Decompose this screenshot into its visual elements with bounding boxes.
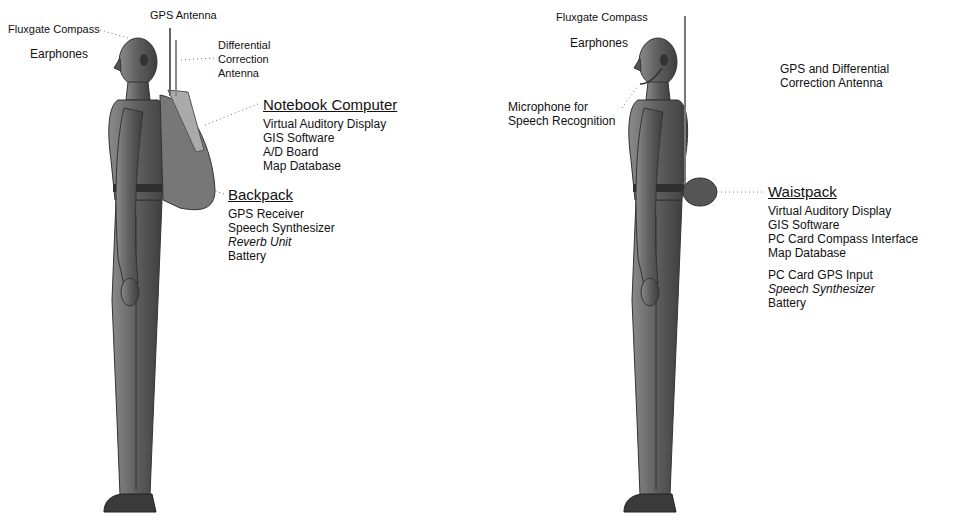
notebook-computer	[168, 90, 204, 152]
part-label: Virtual Auditory Display	[263, 117, 386, 131]
part-label: GPS Antenna	[150, 8, 217, 22]
waistpack	[683, 178, 717, 206]
leader-line	[100, 30, 128, 38]
leader-line	[180, 58, 214, 60]
part-label: Earphones	[30, 47, 88, 61]
part-label: PC Card GPS Input	[768, 268, 873, 282]
part-label: GPS and Differential Correction Antenna	[780, 62, 930, 90]
part-label: Fluxgate Compass	[556, 10, 648, 24]
part-label: Earphones	[570, 36, 628, 50]
part-label: Fluxgate Compass	[8, 22, 100, 36]
microphone	[640, 68, 662, 84]
correction-antenna	[175, 40, 177, 96]
gps-antenna	[169, 28, 171, 96]
leader-line	[212, 190, 224, 194]
part-label: Speech Synthesizer	[228, 221, 335, 235]
part-label: GIS Software	[768, 218, 839, 232]
part-label: Map Database	[768, 246, 846, 260]
part-label: Microphone for Speech Recognition	[508, 100, 620, 128]
leader-line	[622, 86, 638, 108]
part-label: Map Database	[263, 159, 341, 173]
part-label: Speech Synthesizer	[768, 282, 875, 296]
part-label: PC Card Compass Interface	[768, 232, 918, 246]
unit-heading: Waistpack	[768, 183, 837, 200]
unit-heading: Backpack	[228, 186, 293, 203]
part-label: Reverb Unit	[228, 235, 291, 249]
right-figure	[622, 16, 762, 512]
part-label: A/D Board	[263, 145, 318, 159]
part-label: GIS Software	[263, 131, 334, 145]
leader-line	[205, 104, 258, 125]
part-label: Battery	[228, 249, 266, 263]
unit-heading: Notebook Computer	[263, 96, 397, 113]
left-figure	[100, 28, 258, 512]
leader-line	[720, 192, 762, 193]
part-label: GPS Receiver	[228, 207, 304, 221]
gps-antenna	[684, 16, 686, 186]
part-label: Differential Correction Antenna	[218, 38, 298, 80]
part-label: Battery	[768, 296, 806, 310]
part-label: Virtual Auditory Display	[768, 204, 891, 218]
